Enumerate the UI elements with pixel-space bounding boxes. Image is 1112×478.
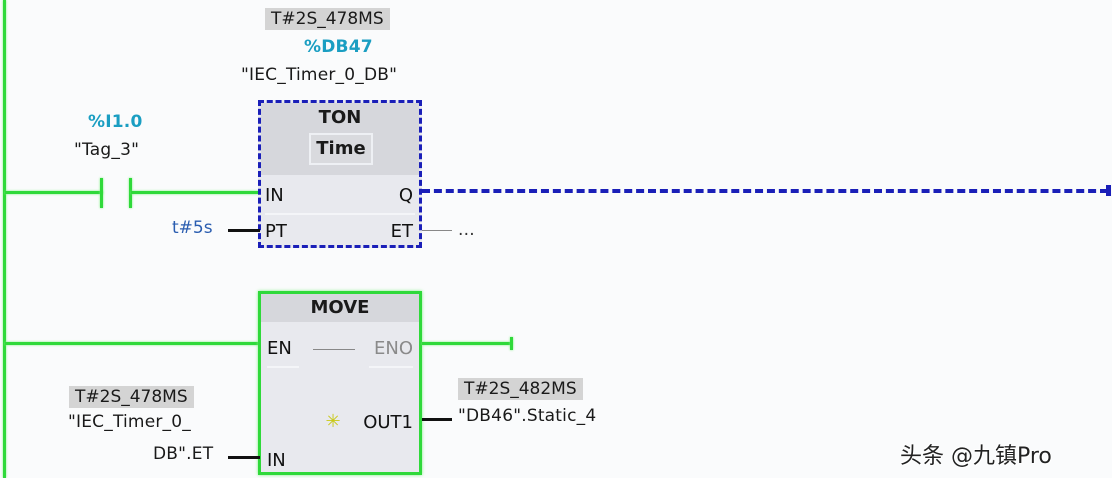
ton-data-type-selector[interactable]: Time (309, 133, 373, 165)
ton-pin-et[interactable]: ET (390, 221, 413, 242)
move-eno-output-wire (422, 342, 512, 345)
move-in-runtime-value: T#2S_478MS (69, 386, 194, 408)
watermark-text: 头条 @九镇Pro (900, 444, 1052, 469)
move-in-operand-line2[interactable]: DB".ET (153, 444, 214, 464)
move-out1-wire (422, 418, 452, 421)
contact-left-bar (100, 178, 103, 208)
ton-instance-db-address: %DB47 (304, 37, 373, 57)
move-eno-underline (369, 366, 413, 368)
move-pin-en[interactable]: EN (267, 338, 292, 359)
ton-pin-in[interactable]: IN (265, 185, 284, 206)
insert-output-icon[interactable]: ✳ (325, 411, 341, 432)
move-pin-eno[interactable]: ENO (373, 338, 413, 359)
move-pin-out1[interactable]: OUT1 (363, 412, 413, 433)
contact-tag: "Tag_3" (74, 140, 140, 160)
move-en-underline (267, 366, 299, 368)
ton-q-output-wire (422, 189, 1108, 193)
ton-pt-wire (228, 229, 260, 232)
rung2-wire-left (5, 342, 261, 345)
contact-address: %I1.0 (88, 112, 143, 132)
ton-et-wire (422, 230, 452, 231)
rung1-wire-left (5, 191, 103, 194)
ton-instance-db-name: "IEC_Timer_0_DB" (241, 65, 398, 85)
right-rung-end-marker (1106, 185, 1111, 196)
left-power-rail (3, 0, 6, 478)
move-en-eno-internal-line (313, 349, 355, 350)
ton-pt-value[interactable]: t#5s (172, 218, 213, 238)
ton-pin-q[interactable]: Q (398, 185, 413, 206)
contact-right-bar (129, 178, 132, 208)
normally-open-contact[interactable] (100, 178, 134, 208)
ton-block-type: TON (318, 107, 362, 128)
ton-pin-divider (265, 213, 415, 215)
ton-block-header: TON Time (261, 103, 419, 175)
move-out1-runtime-value: T#2S_482MS (458, 378, 583, 400)
move-out1-operand[interactable]: "DB46".Static_4 (458, 406, 597, 426)
ton-runtime-value: T#2S_478MS (265, 8, 390, 30)
move-pin-in[interactable]: IN (267, 450, 286, 471)
move-in-operand-line1[interactable]: "IEC_Timer_0_ (68, 412, 191, 432)
move-block[interactable]: MOVE EN ENO ✳ OUT1 IN (258, 291, 422, 475)
move-block-header: MOVE (261, 294, 419, 322)
move-in-wire (228, 456, 260, 459)
ton-et-output[interactable]: ... (458, 220, 475, 240)
rung1-wire-to-ton (131, 191, 261, 194)
ton-timer-block[interactable]: TON Time IN Q PT ET (258, 100, 422, 248)
move-eno-wire-end (510, 337, 513, 350)
ton-pin-pt[interactable]: PT (265, 221, 287, 242)
